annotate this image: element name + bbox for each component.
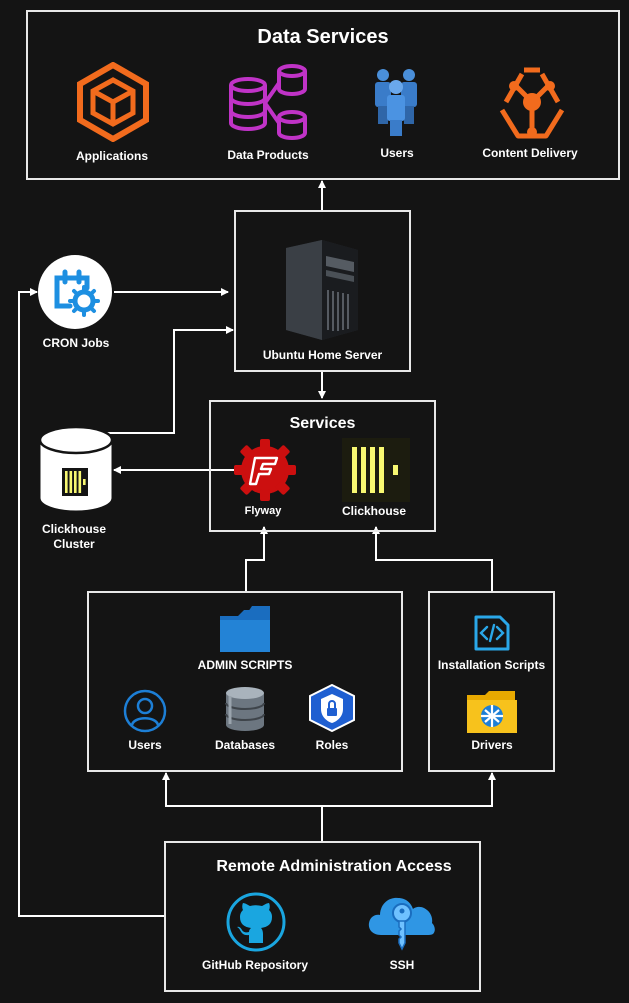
applications-icon bbox=[77, 62, 149, 142]
remote-title: Remote Administration Access bbox=[216, 858, 452, 875]
data-products-icon bbox=[229, 64, 307, 140]
roles-shield-icon bbox=[309, 684, 355, 732]
line-remote-split bbox=[162, 772, 323, 842]
data-products-label: Data Products bbox=[227, 148, 309, 162]
admin-users-label: Users bbox=[128, 738, 162, 752]
cluster-label-line1: Clickhouse bbox=[41, 522, 107, 536]
admin-scripts-title: ADMIN SCRIPTS bbox=[197, 658, 293, 672]
services-title: Services bbox=[289, 415, 356, 432]
code-file-icon bbox=[474, 615, 510, 651]
clickhouse-label: Clickhouse bbox=[341, 504, 407, 518]
arrow-remote-to-install bbox=[322, 772, 496, 807]
clickhouse-icon bbox=[342, 438, 410, 502]
admin-databases-label: Databases bbox=[214, 738, 276, 752]
applications-label: Applications bbox=[75, 149, 148, 163]
admin-scripts-box bbox=[87, 591, 403, 772]
install-box bbox=[428, 591, 555, 772]
flyway-icon bbox=[234, 439, 296, 501]
arrow-remote-to-cron bbox=[18, 288, 165, 917]
data-services-title: Data Services bbox=[257, 26, 389, 48]
arrow-admin-to-flyway bbox=[245, 526, 268, 592]
flyway-label: Flyway bbox=[244, 505, 282, 517]
server-label: Ubuntu Home Server bbox=[262, 348, 383, 362]
database-cylinder-icon bbox=[38, 426, 114, 512]
github-label: GitHub Repository bbox=[201, 958, 308, 972]
services-box bbox=[209, 400, 436, 532]
admin-roles-label: Roles bbox=[315, 738, 349, 752]
calendar-gear-icon bbox=[38, 255, 112, 329]
remote-box bbox=[164, 841, 481, 992]
ssh-label: SSH bbox=[389, 958, 415, 972]
arrow-install-to-clickhouse bbox=[372, 526, 493, 592]
database-icon bbox=[225, 687, 265, 731]
cron-label: CRON Jobs bbox=[42, 336, 110, 350]
content-delivery-label: Content Delivery bbox=[482, 146, 578, 160]
drivers-label: Drivers bbox=[471, 738, 513, 752]
data-services-box bbox=[26, 10, 620, 180]
cluster-label-line2: Cluster bbox=[53, 537, 95, 551]
install-title: Installation Scripts bbox=[437, 658, 546, 672]
server-box bbox=[234, 210, 411, 372]
users-label: Users bbox=[380, 146, 414, 160]
drivers-folder-icon bbox=[467, 691, 517, 733]
github-icon bbox=[226, 892, 286, 952]
folder-icon bbox=[220, 606, 270, 652]
users-group-icon bbox=[375, 69, 417, 136]
server-tower-icon bbox=[286, 240, 358, 340]
content-delivery-icon bbox=[499, 67, 565, 139]
ssh-key-cloud-icon bbox=[368, 897, 435, 951]
arrow-cluster-to-server bbox=[104, 326, 234, 434]
user-icon bbox=[123, 689, 167, 733]
